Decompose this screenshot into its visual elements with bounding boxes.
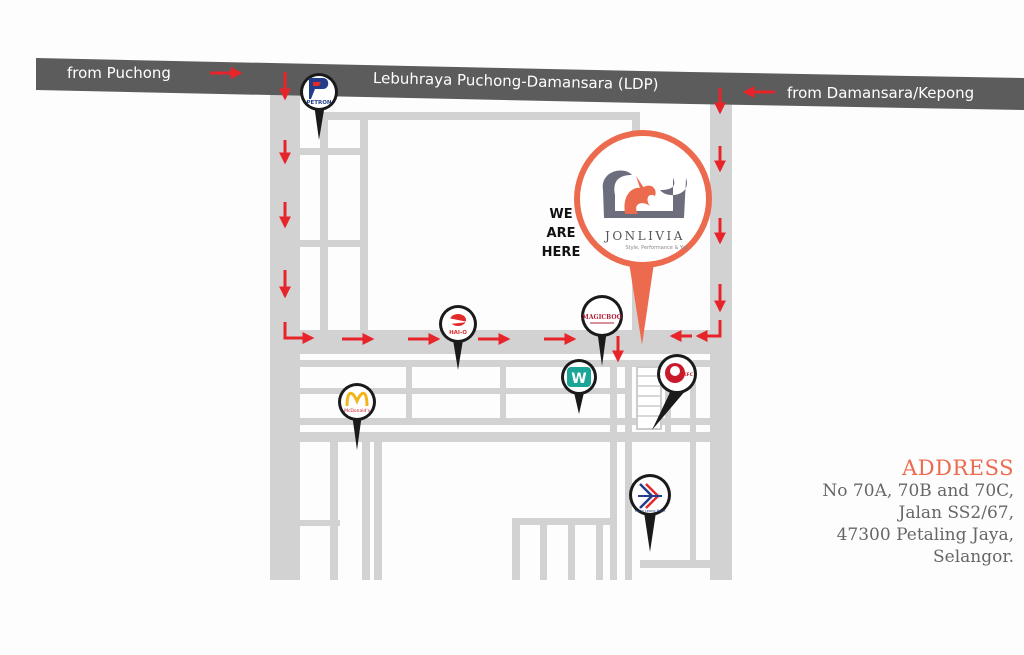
address-line-4: Selangor. (932, 547, 1014, 567)
road-inner-h2 (300, 240, 368, 247)
address-line-2: Jalan SS2/67, (898, 503, 1014, 523)
hong-leong-bank-logo-icon (638, 483, 662, 509)
landmark-magicboo: MAGICBOO (581, 295, 623, 366)
from-damansara-label: from Damansara/Kepong (787, 84, 975, 102)
watsons-logo-icon: W (571, 371, 586, 387)
svg-text:PETRON: PETRON (306, 100, 331, 106)
road-service-3 (300, 418, 720, 425)
road-inner-west (320, 112, 328, 330)
logo-text: JONLIVIA (603, 229, 685, 243)
address-heading: ADDRESS (902, 456, 1014, 480)
road-south-4 (512, 518, 520, 580)
road-south-6 (568, 518, 575, 580)
svg-text:McDonald's: McDonald's (344, 408, 371, 414)
road-service-2 (300, 388, 625, 394)
road-south-h (300, 520, 340, 526)
address-line-3: 47300 Petaling Jaya, (836, 525, 1014, 545)
road-south-3 (374, 432, 382, 580)
mcdonalds-logo-icon (345, 391, 369, 407)
road-south-h3 (640, 560, 730, 568)
road-service-4 (300, 432, 720, 442)
road-v-c (610, 364, 617, 580)
road-inner-west2 (360, 112, 368, 330)
road-south-5 (540, 518, 547, 580)
road-cross-main (270, 330, 720, 354)
road-east-main (710, 100, 732, 580)
road-south-2 (362, 432, 370, 580)
callout-line-3: HERE (541, 245, 581, 260)
road-service-1 (300, 360, 720, 367)
road-v-d (625, 364, 632, 580)
svg-text:KFC: KFC (683, 372, 694, 378)
road-v-b (500, 364, 506, 422)
building-block (636, 366, 662, 430)
road-inner-h1 (300, 148, 368, 155)
road-south-h2 (512, 518, 612, 525)
we-are-here-callout: WE ARE HERE (526, 205, 596, 262)
jonlivia-logo (602, 170, 687, 218)
road-v-a (406, 364, 412, 422)
destination-pin: JONLIVIA Style, Performance & You (574, 130, 712, 345)
road-v-f (690, 364, 696, 564)
address-line-1: No 70A, 70B and 70C, (822, 481, 1014, 501)
svg-text:HAI-O: HAI-O (449, 330, 467, 336)
landmark-watsons: W (561, 359, 597, 414)
landmark-kfc: KFC (652, 354, 697, 430)
address-block: ADDRESS No 70A, 70B and 70C, Jalan SS2/6… (822, 456, 1014, 568)
landmark-hong-leong-bank: Hong Leong Bank (629, 474, 671, 552)
callout-line-2: ARE (546, 226, 576, 241)
logo-tagline: Style, Performance & You (625, 245, 688, 251)
landmark-mcdonalds: McDonald's (338, 383, 376, 450)
from-puchong-label: from Puchong (67, 64, 171, 82)
road-south-7 (596, 518, 603, 580)
highway-band (36, 58, 1024, 110)
road-inner-top (320, 112, 640, 120)
magicboo-logo-icon: MAGICBOO (582, 314, 622, 321)
callout-line-1: WE (549, 207, 573, 222)
landmark-hai-o: HAI-O (439, 305, 477, 370)
landmark-petron: PETRON (300, 73, 338, 140)
road-south-1 (330, 432, 338, 580)
direction-arrows (210, 67, 775, 363)
svg-text:Hong Leong Bank: Hong Leong Bank (635, 509, 667, 513)
